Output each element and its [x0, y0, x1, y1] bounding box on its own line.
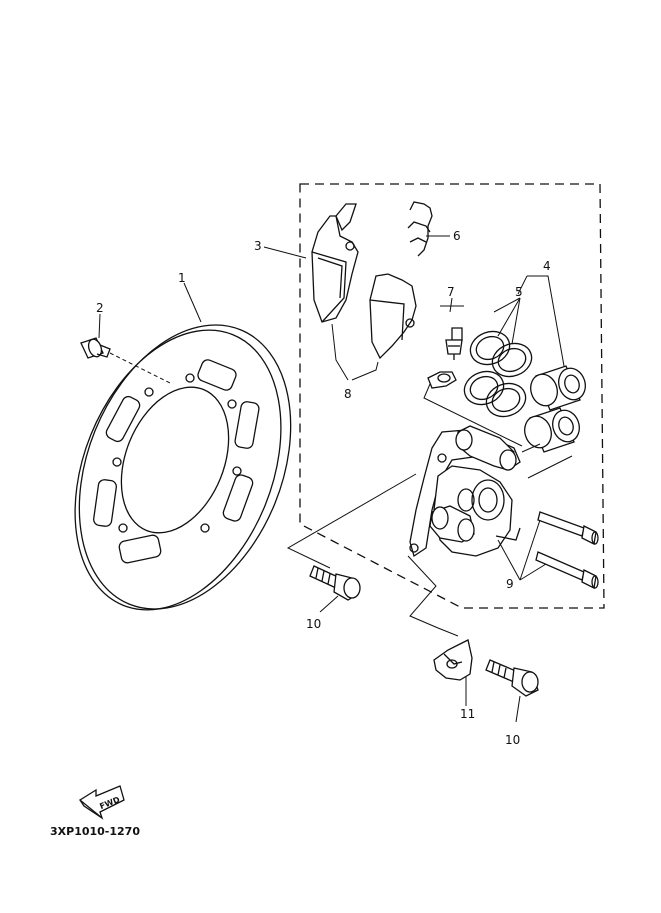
callout-10-lower: 10 — [505, 733, 520, 747]
forward-direction-arrow: FWD — [78, 785, 125, 820]
callout-7: 7 — [447, 285, 455, 299]
callout-6: 6 — [453, 229, 461, 243]
callout-9: 9 — [506, 577, 514, 591]
pad-spring — [407, 201, 433, 257]
caliper-guide-pin — [535, 511, 599, 589]
brake-pad-kit — [311, 203, 417, 360]
callout-1: 1 — [178, 271, 186, 285]
callout-2: 2 — [96, 301, 104, 315]
brake-disc — [74, 324, 292, 611]
bleed-screw — [427, 327, 463, 389]
caliper-mounting-bolt — [309, 565, 361, 601]
piston-seal-kit — [463, 330, 533, 418]
leader-lines — [98, 235, 573, 723]
brake-hose-guide — [433, 639, 473, 681]
callout-5: 5 — [515, 285, 523, 299]
caliper-assembly-boundary — [299, 183, 605, 609]
caliper-mounting-bolt-lower — [485, 659, 539, 697]
caliper-piston-set — [524, 365, 586, 453]
callout-4: 4 — [543, 259, 551, 273]
disc-bolt — [80, 337, 171, 384]
callout-3: 3 — [254, 239, 262, 253]
callout-10-upper: 10 — [306, 617, 321, 631]
callout-8: 8 — [344, 387, 352, 401]
caliper-body — [409, 425, 521, 558]
callout-11: 11 — [460, 707, 475, 721]
diagram-reference-code: 3XP1010-1270 — [50, 825, 140, 838]
